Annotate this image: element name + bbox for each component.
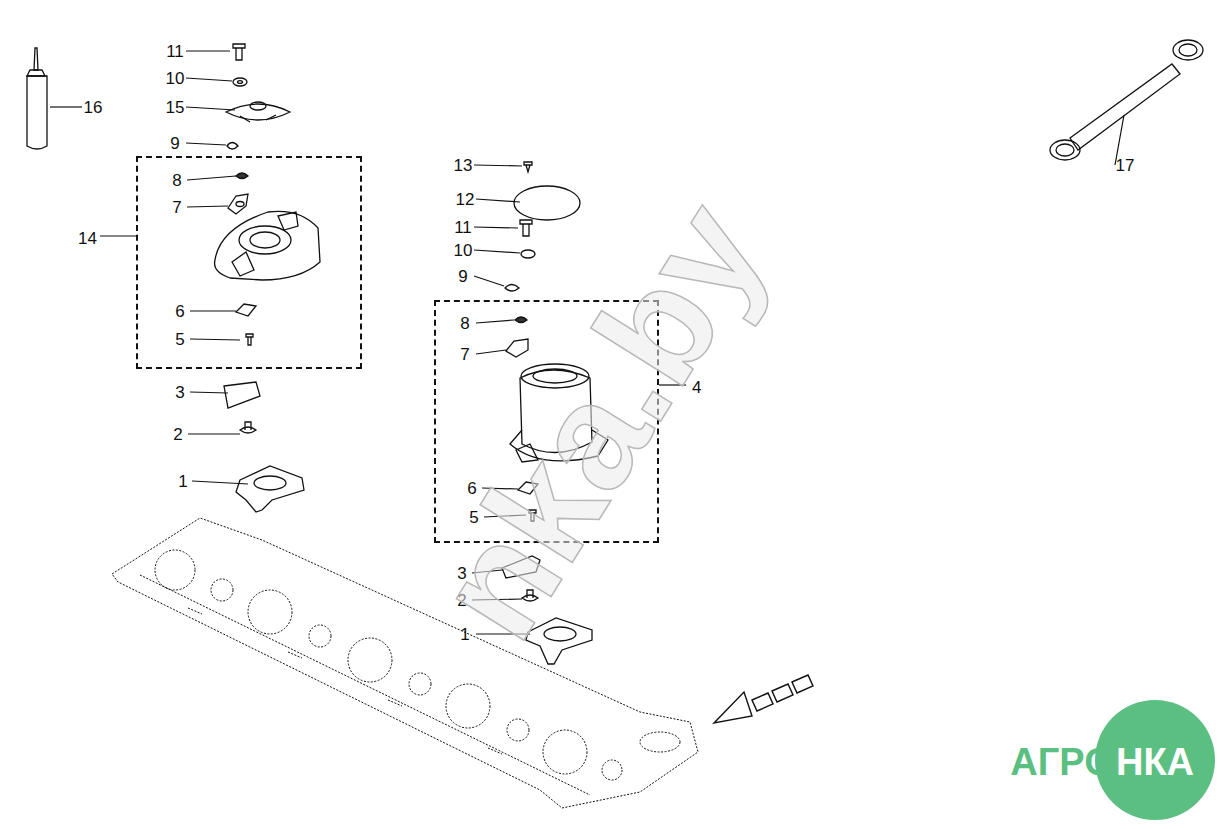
callout-number: 15 — [166, 99, 185, 116]
callout-number: 2 — [173, 426, 182, 443]
wrench — [1050, 40, 1203, 160]
logo-text: АГРО — [1010, 743, 1113, 781]
dashed-assembly-box: 14 — [136, 156, 362, 369]
callout-number: 8 — [172, 172, 181, 189]
callout-number: 13 — [454, 157, 473, 174]
callout-number: 8 — [460, 315, 469, 332]
callout-number: 9 — [170, 135, 179, 152]
callout-number: 7 — [172, 199, 181, 216]
callout-number: 10 — [166, 70, 185, 87]
logo-text: НКА — [1116, 743, 1194, 781]
cutter-bar — [112, 518, 698, 808]
callout-number: 1 — [460, 626, 469, 643]
callout-number: 10 — [454, 242, 473, 259]
callout-number: 14 — [78, 230, 97, 247]
callout-number: 11 — [166, 43, 184, 60]
callout-number: 17 — [1116, 157, 1135, 174]
callout-number: 7 — [460, 346, 469, 363]
callout-number: 5 — [175, 331, 184, 348]
callout-number: 16 — [84, 99, 103, 116]
grease-tube — [27, 48, 47, 149]
callout-number: 3 — [175, 384, 184, 401]
callout-number: 9 — [458, 268, 467, 285]
direction-arrow — [714, 675, 813, 723]
callout-number: 6 — [175, 303, 184, 320]
disc-parts-left — [215, 44, 320, 512]
callout-number: 1 — [178, 473, 187, 490]
callout-number: 12 — [456, 191, 475, 208]
callout-number: 11 — [454, 219, 472, 236]
